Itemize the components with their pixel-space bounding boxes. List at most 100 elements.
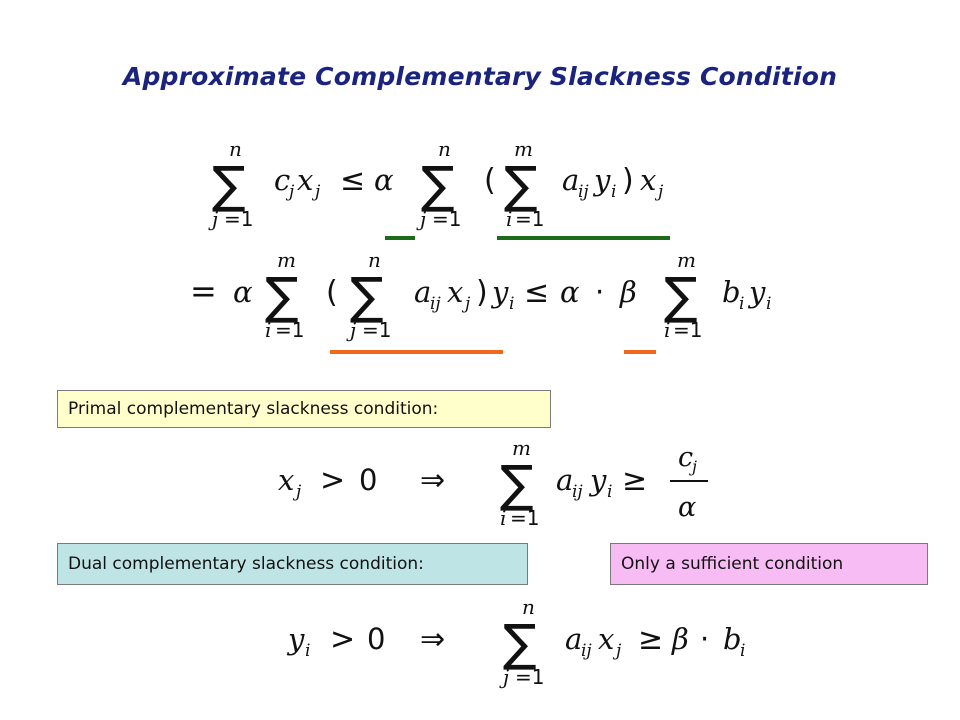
svg-text:α: α bbox=[678, 492, 696, 523]
svg-text:>: > bbox=[330, 622, 355, 657]
dual-condition-label: Dual complementary slackness condition: bbox=[57, 543, 528, 585]
svg-text:): ) bbox=[476, 275, 488, 310]
svg-text:x: x bbox=[297, 163, 313, 197]
svg-text:∑: ∑ bbox=[350, 267, 384, 325]
orange-underline-long bbox=[330, 350, 503, 354]
svg-text:n: n bbox=[438, 137, 451, 161]
svg-text:≥: ≥ bbox=[622, 463, 647, 498]
sufficient-condition-text: Only a sufficient condition bbox=[621, 554, 844, 574]
svg-text:m: m bbox=[277, 248, 296, 272]
svg-text:(: ( bbox=[326, 275, 338, 310]
svg-text:⇒: ⇒ bbox=[420, 622, 445, 657]
svg-text:=1: =1 bbox=[673, 318, 702, 342]
svg-text:∑: ∑ bbox=[212, 156, 246, 214]
svg-text:n: n bbox=[368, 248, 381, 272]
svg-text:m: m bbox=[512, 436, 531, 460]
svg-text:j: j bbox=[612, 641, 622, 661]
svg-text:∑: ∑ bbox=[265, 267, 299, 325]
svg-text:i: i bbox=[740, 641, 745, 661]
svg-text:=1: =1 bbox=[275, 318, 304, 342]
svg-text:j: j bbox=[292, 482, 302, 502]
svg-text:∑: ∑ bbox=[504, 156, 538, 214]
svg-text:c: c bbox=[678, 442, 693, 473]
svg-text:i: i bbox=[607, 482, 612, 502]
svg-text:·: · bbox=[700, 622, 709, 656]
svg-text:=: = bbox=[190, 272, 217, 310]
svg-text:>: > bbox=[320, 463, 345, 498]
svg-text:a: a bbox=[562, 163, 579, 197]
svg-text:n: n bbox=[229, 137, 242, 161]
inequality-line-2: = α m ∑ i =1 ( n ∑ j =1 a ij x j ) y i ≤… bbox=[190, 248, 771, 342]
svg-text:i: i bbox=[506, 207, 512, 231]
svg-text:α: α bbox=[233, 275, 253, 309]
svg-text:i: i bbox=[265, 318, 271, 342]
svg-text:j: j bbox=[654, 182, 664, 202]
svg-text:β: β bbox=[671, 622, 689, 656]
svg-text:ij: ij bbox=[581, 641, 592, 661]
svg-text:m: m bbox=[677, 248, 696, 272]
svg-text:j: j bbox=[416, 207, 426, 231]
green-underline-short bbox=[385, 236, 415, 240]
svg-text:i: i bbox=[500, 506, 506, 530]
svg-text:j: j bbox=[285, 182, 295, 202]
svg-text:): ) bbox=[622, 163, 634, 198]
svg-text:ij: ij bbox=[578, 182, 589, 202]
svg-text:0: 0 bbox=[359, 463, 377, 497]
svg-text:x: x bbox=[447, 275, 463, 309]
svg-text:∑: ∑ bbox=[503, 614, 537, 672]
svg-text:i: i bbox=[766, 294, 771, 314]
svg-text:c: c bbox=[274, 163, 290, 197]
dual-condition-text: Dual complementary slackness condition: bbox=[68, 554, 424, 574]
svg-text:a: a bbox=[414, 275, 431, 309]
sufficient-condition-note: Only a sufficient condition bbox=[610, 543, 928, 585]
svg-text:ij: ij bbox=[572, 482, 583, 502]
primal-condition-formula: x j > 0 ⇒ m ∑ i =1 a ij y i ≥ c j α bbox=[278, 436, 708, 530]
svg-text:j: j bbox=[208, 207, 218, 231]
svg-text:=1: =1 bbox=[515, 665, 544, 689]
slide-title: Approximate Complementary Slackness Cond… bbox=[122, 62, 838, 91]
svg-text:i: i bbox=[664, 318, 670, 342]
svg-text:y: y bbox=[286, 622, 305, 656]
svg-text:=1: =1 bbox=[432, 207, 461, 231]
svg-text:·: · bbox=[595, 275, 604, 309]
svg-text:j: j bbox=[689, 457, 697, 476]
svg-text:y: y bbox=[490, 275, 509, 309]
svg-text:≤: ≤ bbox=[340, 163, 365, 198]
svg-text:n: n bbox=[522, 595, 535, 619]
svg-text:∑: ∑ bbox=[664, 267, 698, 325]
svg-text:≤: ≤ bbox=[524, 275, 549, 310]
svg-text:=1: =1 bbox=[362, 318, 391, 342]
svg-text:j: j bbox=[346, 318, 356, 342]
svg-text:b: b bbox=[723, 622, 742, 656]
svg-text:∑: ∑ bbox=[500, 455, 534, 513]
svg-text:α: α bbox=[374, 163, 394, 197]
svg-text:a: a bbox=[565, 622, 582, 656]
svg-text:i: i bbox=[305, 641, 310, 661]
svg-text:a: a bbox=[556, 463, 573, 497]
orange-underline-short bbox=[624, 350, 656, 354]
svg-text:=1: =1 bbox=[224, 207, 253, 231]
svg-text:m: m bbox=[514, 137, 533, 161]
svg-text:0: 0 bbox=[367, 622, 385, 656]
svg-text:=1: =1 bbox=[515, 207, 544, 231]
svg-text:b: b bbox=[722, 275, 741, 309]
svg-text:i: i bbox=[611, 182, 616, 202]
svg-text:j: j bbox=[499, 665, 509, 689]
svg-text:y: y bbox=[592, 163, 611, 197]
svg-text:j: j bbox=[461, 294, 471, 314]
svg-text:y: y bbox=[747, 275, 766, 309]
svg-text:⇒: ⇒ bbox=[420, 463, 445, 498]
svg-text:≥: ≥ bbox=[638, 622, 663, 657]
svg-text:β: β bbox=[619, 275, 637, 309]
svg-text:x: x bbox=[640, 163, 656, 197]
svg-text:∑: ∑ bbox=[421, 156, 455, 214]
svg-text:ij: ij bbox=[430, 294, 441, 314]
svg-text:j: j bbox=[311, 182, 321, 202]
primal-condition-text: Primal complementary slackness condition… bbox=[68, 399, 439, 419]
svg-text:=1: =1 bbox=[510, 506, 539, 530]
inequality-line-1: n ∑ j =1 c j x j ≤ α n ∑ j =1 ( m ∑ i =1… bbox=[208, 137, 664, 231]
svg-text:i: i bbox=[739, 294, 744, 314]
svg-text:(: ( bbox=[484, 163, 496, 198]
svg-text:α: α bbox=[560, 275, 580, 309]
